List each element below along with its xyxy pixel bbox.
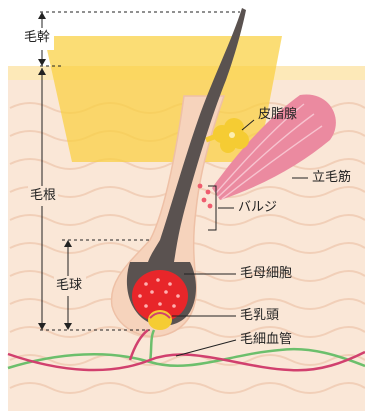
leader-lines: [172, 119, 308, 357]
sebaceous-gland: [205, 118, 249, 153]
hair-bulb-label: 毛球: [56, 278, 83, 293]
vessel-magenta: [7, 350, 365, 372]
bulge-label: バルジ: [238, 200, 278, 215]
hair-shaft-label: 毛幹: [24, 30, 51, 45]
dimension-arrows: [38, 12, 72, 330]
vessel-green: [7, 347, 365, 370]
vessel-magenta-branch: [128, 329, 149, 361]
arrector-pili-muscle: [212, 94, 336, 200]
arrector-pili-label: 立毛筋: [312, 170, 352, 185]
dermal-papilla-label: 毛乳頭: [240, 308, 280, 323]
hair-root-label: 毛根: [30, 188, 57, 203]
capillaries-label: 毛細血管: [240, 332, 293, 347]
hair-shaft: [148, 8, 246, 262]
bulge-dots: [197, 183, 213, 209]
sebaceous-gland-label: 皮脂腺: [258, 107, 298, 122]
hair-matrix-label: 毛母細胞: [240, 266, 293, 281]
matrix-dots: [138, 278, 180, 308]
